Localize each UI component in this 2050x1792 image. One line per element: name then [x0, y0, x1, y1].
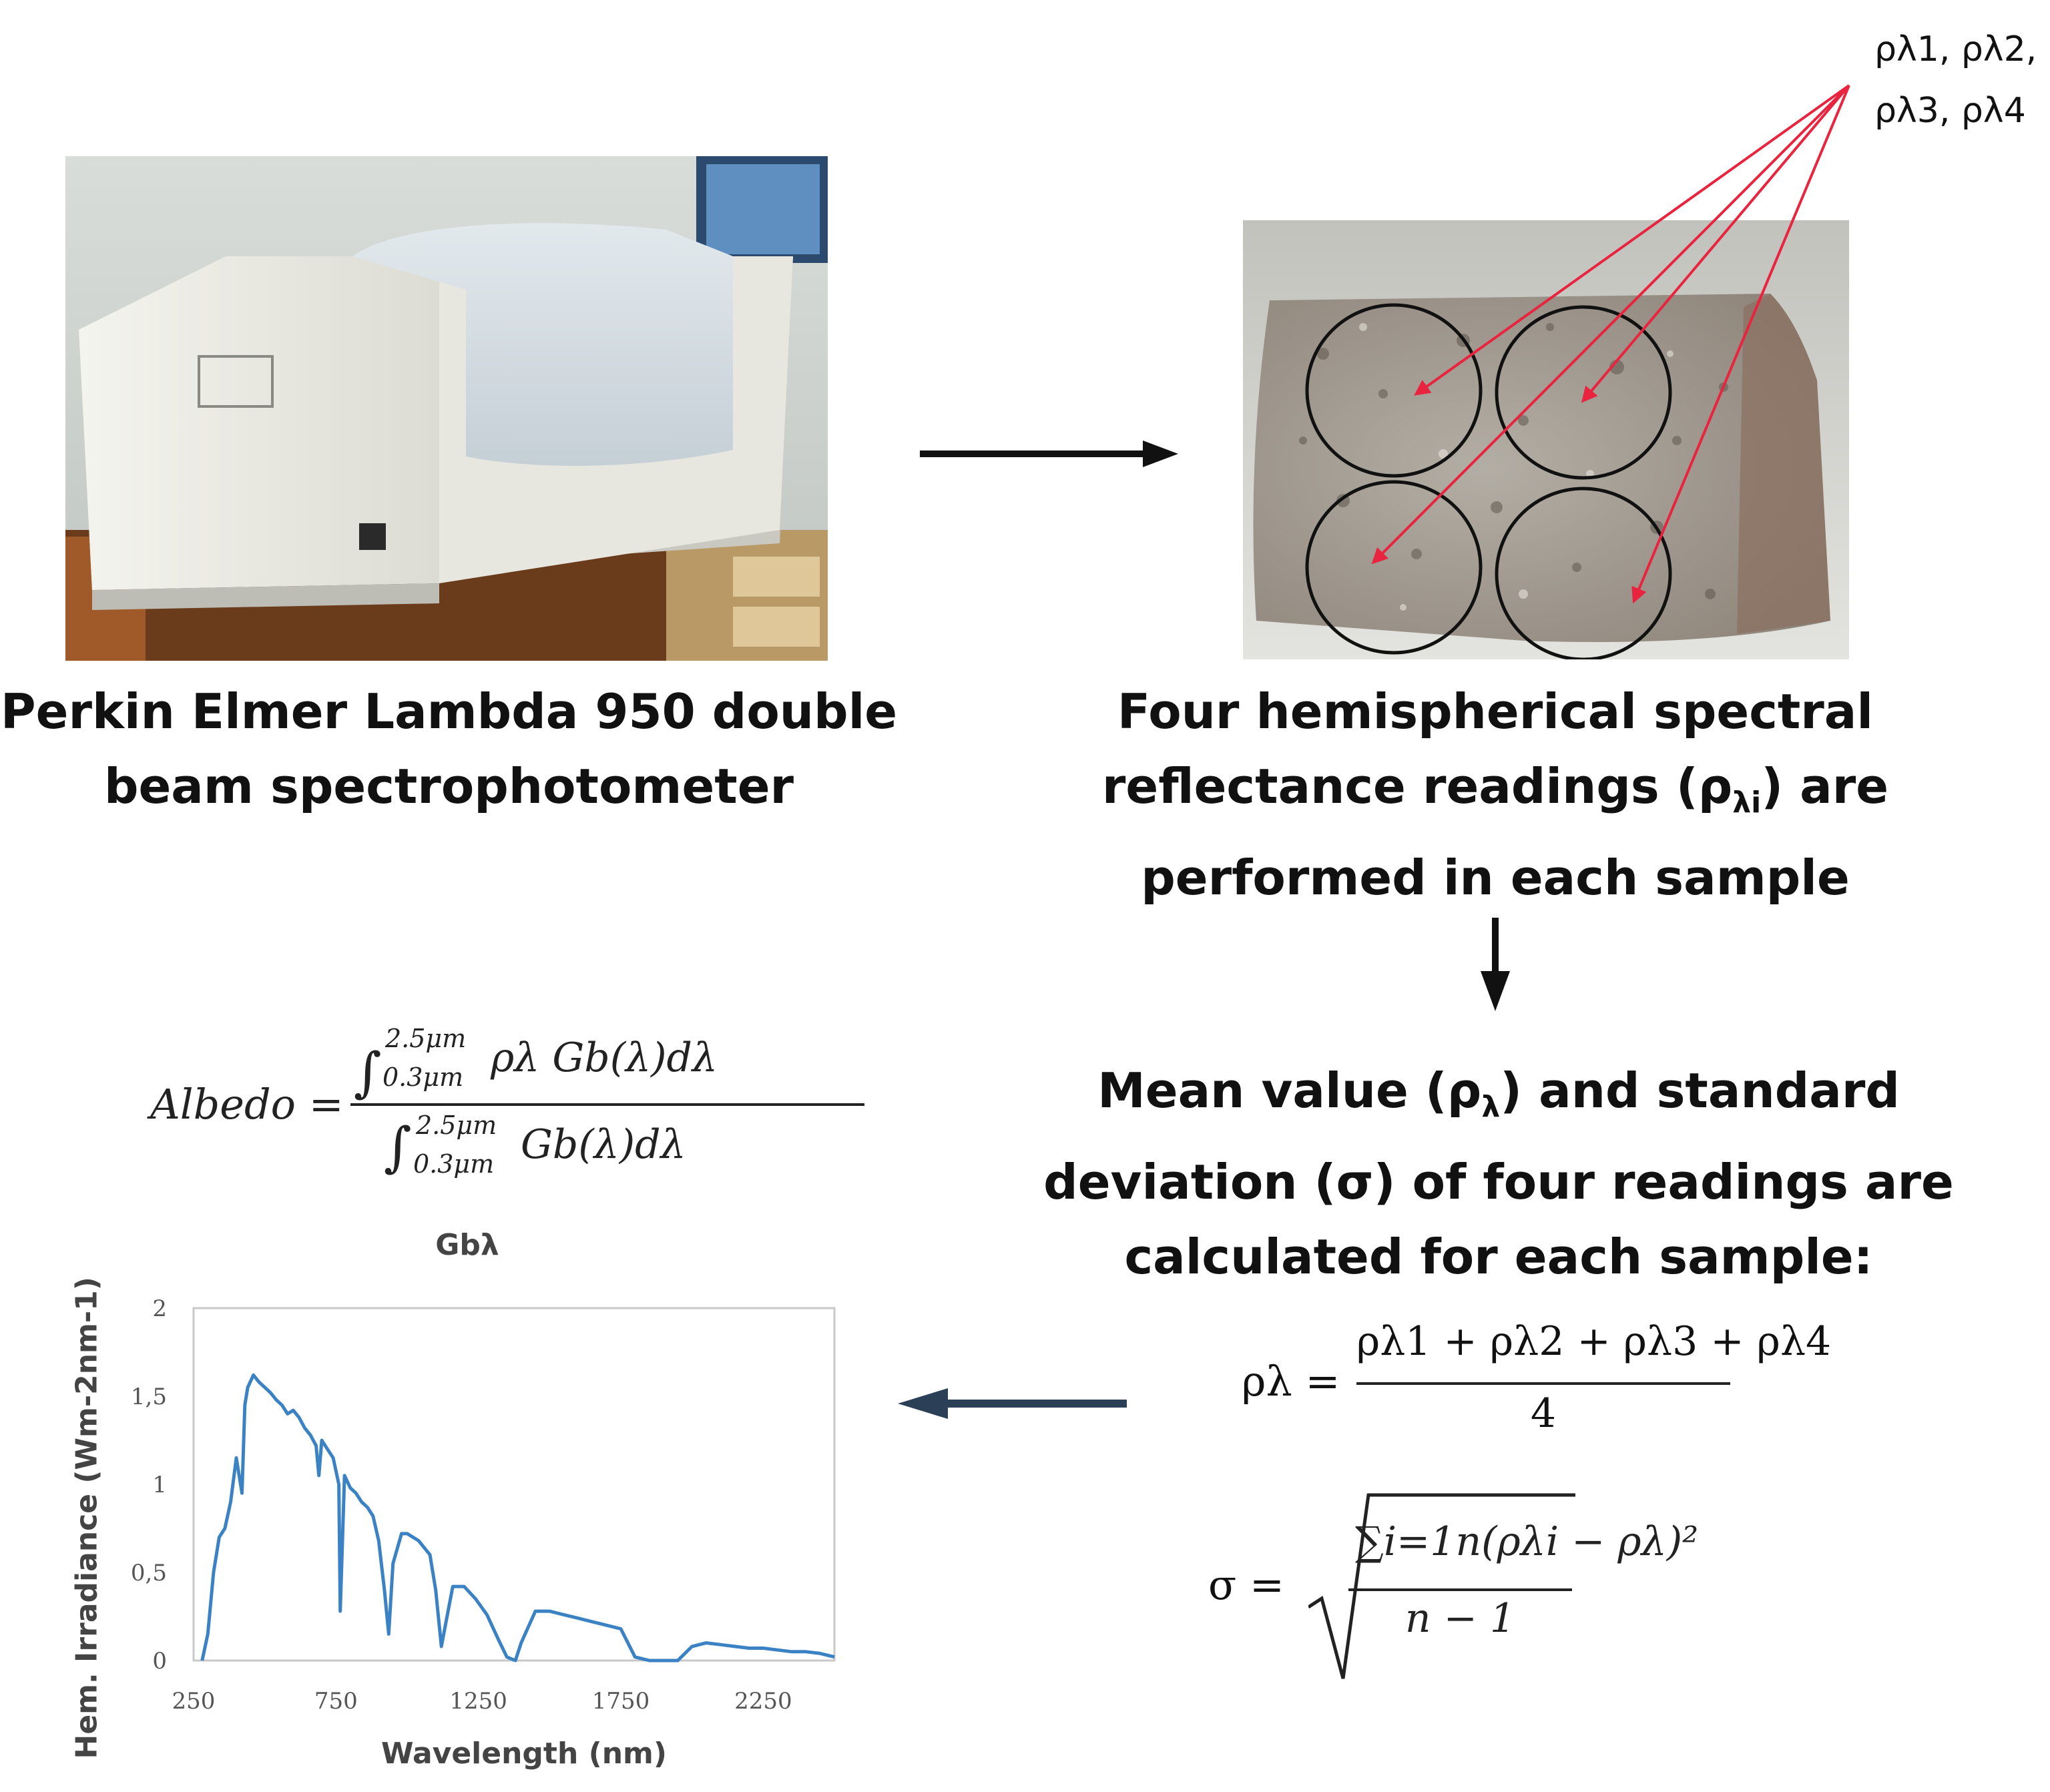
- plot-area-border: [192, 1307, 836, 1662]
- mean-formula-numerator: ρλ1 + ρλ2 + ρλ3 + ρλ4: [1356, 1318, 1832, 1365]
- spectro-caption-line2: beam spectrophotometer: [103, 758, 794, 814]
- measurement-circles: [1305, 303, 1672, 659]
- spectro-caption-line1: Perkin Elmer Lambda 950 double: [0, 683, 898, 739]
- sample-photo: [1243, 220, 1849, 659]
- x-tick-label: 250: [172, 1688, 216, 1715]
- sigma-formula-numerator: ∑i=1n(ρλi − ρλ)²: [1355, 1518, 1699, 1565]
- albedo-denominator-integral: ∫: [384, 1116, 412, 1178]
- sigma-formula-denominator: n − 1: [1404, 1595, 1516, 1642]
- readings-caption-line1: Four hemispherical spectral: [1117, 683, 1874, 739]
- spectrophotometer-photo: [65, 156, 828, 661]
- albedo-numerator: ρλ Gb(λ)dλ: [491, 1034, 718, 1081]
- sigma-formula: σ = ∑i=1n(ρλi − ρλ)² n − 1: [1208, 1482, 1742, 1682]
- readings-caption: Four hemispherical spectral reflectance …: [1081, 674, 1909, 915]
- irradiance-chart: Gbλ 250 750 1250 1750 2250 0 0,5 1 1,5 2 Waveleng…: [67, 1215, 854, 1789]
- mean-caption-line1: Mean value (ρλ) and standard: [1097, 1063, 1900, 1124]
- albedo-denominator: Gb(λ)dλ: [521, 1121, 686, 1168]
- rho-label-line1: ρλ1, ρλ2,: [1874, 29, 2037, 69]
- mean-caption-line3: calculated for each sample:: [1124, 1229, 1873, 1285]
- pointer-lines: [1371, 84, 1850, 604]
- x-tick-label: 750: [314, 1688, 358, 1715]
- y-tick-label: 1: [152, 1472, 167, 1498]
- y-tick-label: 1,5: [131, 1384, 167, 1410]
- x-tick-label: 1750: [592, 1688, 650, 1715]
- albedo-denominator-lower: 0.3μm: [413, 1149, 495, 1179]
- chart-plot: 250 750 1250 1750 2250 0 0,5 1 1,5 2: [131, 1295, 836, 1715]
- irradiance-series-line: [200, 1373, 835, 1663]
- mean-formula-denominator: 4: [1530, 1390, 1557, 1437]
- x-tick-label: 1250: [449, 1688, 507, 1715]
- readings-caption-line2: reflectance readings (ρλi) are: [1101, 758, 1889, 820]
- rho-label-line2: ρλ3, ρλ4: [1874, 91, 2026, 131]
- flow-arrow-down: [1481, 918, 1510, 1011]
- spectrophotometer-caption: Perkin Elmer Lambda 950 double beam spec…: [0, 674, 898, 824]
- mean-caption: Mean value (ρλ) and standard deviation (…: [1041, 1053, 1956, 1294]
- flow-arrow-left: [898, 1388, 1127, 1419]
- albedo-numerator-upper: 2.5μm: [385, 1024, 467, 1053]
- pointer-line-3: [1371, 84, 1850, 565]
- chart-title: Gbλ: [435, 1228, 499, 1262]
- flow-arrow-right: [920, 440, 1178, 467]
- albedo-denominator-upper: 2.5μm: [416, 1111, 497, 1140]
- mean-formula: ρλ = ρλ1 + ρλ2 + ρλ3 + ρλ4 4: [1242, 1318, 1842, 1452]
- rho-readings-label: ρλ1, ρλ2, ρλ3, ρλ4: [1874, 19, 2041, 141]
- spectrophotometer-illustration: [65, 156, 828, 661]
- albedo-numerator-integral: ∫: [354, 1041, 382, 1103]
- albedo-numerator-lower: 0.3μm: [382, 1063, 464, 1092]
- chart-ylabel: Hem. Irradiance (Wm-2nm-1): [69, 1277, 104, 1759]
- albedo-fraction-bar: [350, 1103, 864, 1106]
- y-tick-label: 0: [152, 1648, 167, 1675]
- chart-xlabel: Wavelength (nm): [381, 1737, 667, 1771]
- albedo-formula: Albedo = ∫ 2.5μm 0.3μm ρλ Gb(λ)dλ ∫ 2.5μ…: [150, 1014, 864, 1188]
- mean-fraction-bar: [1356, 1382, 1730, 1385]
- mean-formula-lhs: ρλ =: [1242, 1357, 1340, 1406]
- pointer-line-4: [1631, 85, 1850, 604]
- sample-block-illustration: [1243, 220, 1849, 659]
- sigma-fraction-bar: [1348, 1588, 1572, 1591]
- radical-sign: [1308, 1493, 1575, 1679]
- mean-caption-line2: deviation (σ) of four readings are: [1043, 1154, 1954, 1210]
- y-tick-label: 2: [152, 1295, 167, 1322]
- x-tick-label: 2250: [734, 1688, 792, 1715]
- pointer-line-1: [1414, 84, 1850, 396]
- sigma-formula-lhs: σ =: [1208, 1560, 1284, 1609]
- y-tick-label: 0,5: [131, 1560, 167, 1586]
- pointer-line-2: [1581, 84, 1850, 403]
- albedo-label: Albedo =: [150, 1080, 344, 1129]
- readings-caption-line3: performed in each sample: [1141, 850, 1850, 906]
